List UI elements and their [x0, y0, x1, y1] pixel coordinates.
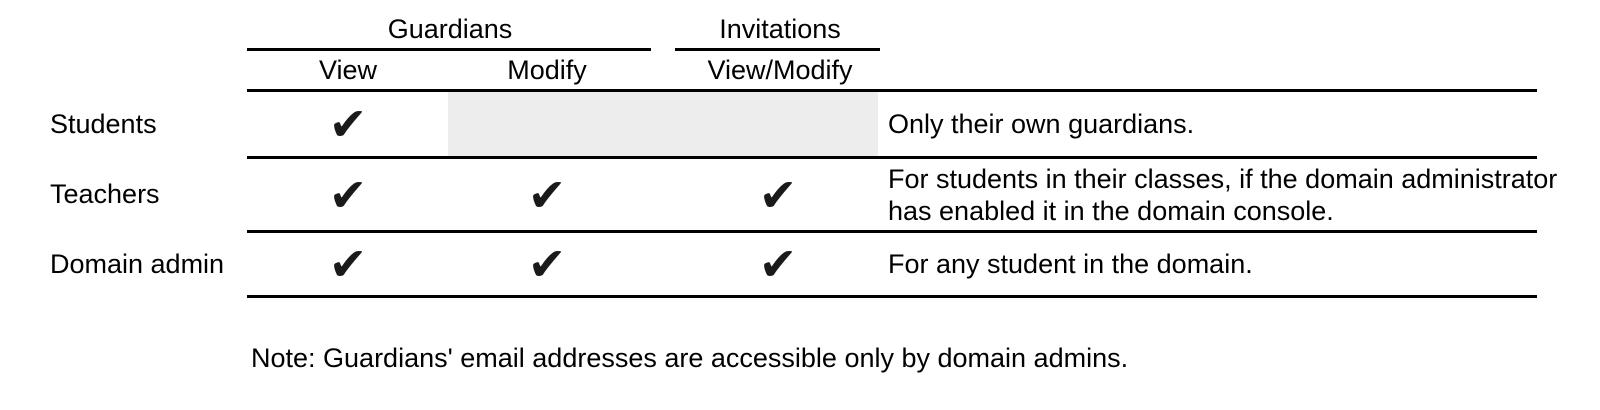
- group-header-invitations: Invitations: [719, 14, 841, 44]
- column-header-modify: Modify: [507, 55, 587, 85]
- column-header-view: View: [318, 55, 378, 85]
- check-icon: ✔: [758, 237, 798, 291]
- note-domain-admin: For any student in the domain.: [888, 249, 1253, 279]
- column-header-view-modify: View/Modify: [707, 55, 853, 85]
- cell-teachers-guardians-modify: ✔: [487, 159, 607, 230]
- footnote: Note: Guardians' email addresses are acc…: [251, 343, 1129, 373]
- row-rule-1: [247, 156, 1537, 159]
- check-icon: ✔: [328, 167, 368, 222]
- cell-students-invitations: [718, 92, 838, 156]
- note-teachers: For students in their classes, if the do…: [888, 163, 1558, 226]
- cell-admin-guardians-modify: ✔: [487, 233, 607, 295]
- check-icon: ✔: [328, 237, 368, 291]
- guardians-underline: [247, 48, 651, 51]
- table-bottom-rule: [247, 295, 1537, 298]
- check-icon: ✔: [527, 167, 567, 222]
- row-label-teachers: Teachers: [50, 179, 160, 209]
- row-rule-2: [247, 230, 1537, 233]
- row-label-students: Students: [50, 108, 157, 139]
- students-disabled-cells: [448, 92, 878, 156]
- check-icon: ✔: [527, 237, 567, 291]
- cell-admin-guardians-view: ✔: [288, 233, 408, 295]
- cell-students-guardians-view: ✔: [288, 92, 408, 156]
- check-icon: ✔: [328, 97, 368, 151]
- note-students: Only their own guardians.: [888, 109, 1195, 139]
- row-label-domain-admin: Domain admin: [50, 248, 225, 279]
- cell-admin-invitations: ✔: [718, 233, 838, 295]
- header-rule: [247, 89, 1537, 92]
- check-icon: ✔: [758, 167, 798, 222]
- cell-teachers-guardians-view: ✔: [288, 159, 408, 230]
- invitations-underline: [675, 48, 880, 51]
- group-header-guardians: Guardians: [387, 14, 513, 44]
- cell-students-guardians-modify: [487, 92, 607, 156]
- cell-teachers-invitations: ✔: [718, 159, 838, 230]
